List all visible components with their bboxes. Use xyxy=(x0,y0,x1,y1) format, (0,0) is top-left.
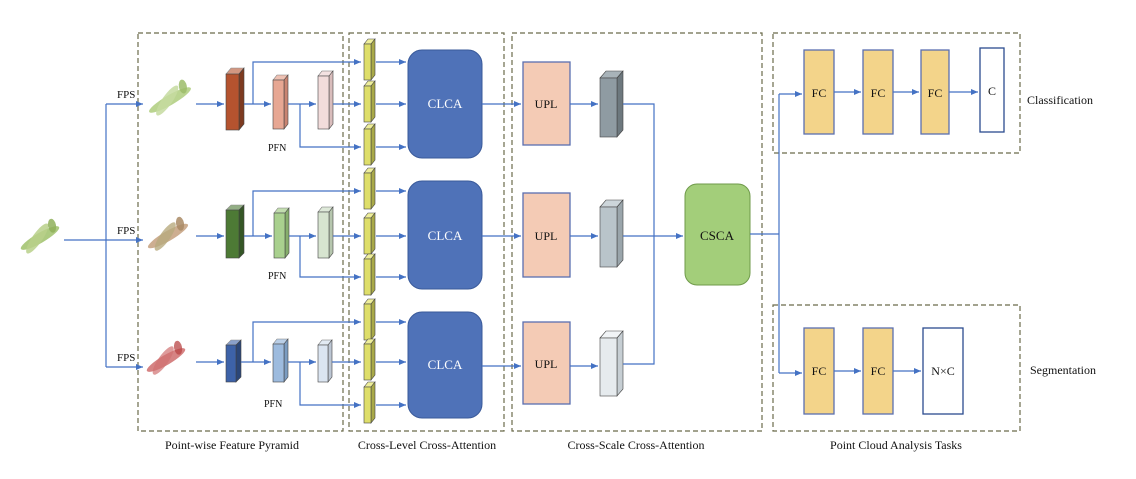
row2-branch-top xyxy=(252,188,361,236)
row2-branch-bot xyxy=(299,236,361,280)
row2-pfn-block xyxy=(273,207,290,259)
feature-token-block xyxy=(363,80,376,123)
upl-block-3: UPL xyxy=(522,321,571,405)
upl-output-block-1 xyxy=(599,70,624,138)
sampled-airplane-icon-3 xyxy=(146,340,186,375)
row2-main-feature-block xyxy=(225,204,245,259)
class-fc-block-2: FC xyxy=(862,49,894,135)
csca-label: CSCA xyxy=(700,228,735,243)
fps-label-2: FPS xyxy=(117,225,135,237)
class-fc-label-1: FC xyxy=(812,86,827,100)
row1-pfn2-block xyxy=(317,70,334,130)
class-fc-block-1: FC xyxy=(803,49,835,135)
feature-token-block xyxy=(363,38,376,81)
row3-pfn2-block xyxy=(317,339,333,383)
clca-label-3: CLCA xyxy=(428,357,463,372)
sampled-airplane-icon-2 xyxy=(147,216,189,251)
upl-label-2: UPL xyxy=(535,229,558,243)
cross-level-section-frame xyxy=(348,32,505,432)
seg-output-label: N×C xyxy=(931,364,954,378)
class-output-label: C xyxy=(988,84,996,98)
cross-scale-section-caption: Cross-Scale Cross-Attention xyxy=(568,438,705,452)
upl-block-1: UPL xyxy=(522,61,571,146)
cross-scale-section-frame xyxy=(511,32,763,432)
csca-block: CSCA xyxy=(684,183,751,286)
feature-token-block xyxy=(363,123,376,166)
feature-token-stacks xyxy=(363,38,376,424)
feature-token-block xyxy=(363,381,376,424)
cross-level-section-caption: Cross-Level Cross-Attention xyxy=(358,438,496,452)
clca-label-2: CLCA xyxy=(428,228,463,243)
upl-block-2: UPL xyxy=(522,192,571,278)
class-fc-label-2: FC xyxy=(871,86,886,100)
row2-pfn2-block xyxy=(317,206,334,259)
classification-label: Classification xyxy=(1027,93,1093,107)
upl-label-3: UPL xyxy=(535,357,558,371)
upl-output-block-3 xyxy=(599,330,624,397)
feature-token-block xyxy=(363,167,376,210)
classification-task-frame xyxy=(772,32,1021,154)
class-output-block: C xyxy=(979,47,1005,133)
seg-fc-label-1: FC xyxy=(812,364,827,378)
row3-main-feature-block xyxy=(225,339,242,383)
sampled-airplane-icon-1 xyxy=(149,79,191,116)
class-fc-block-3: FC xyxy=(920,49,950,135)
input-airplane-icon xyxy=(20,218,60,254)
fps-label-1: FPS xyxy=(117,89,135,101)
row1-branch-top xyxy=(252,59,361,104)
feature-token-block xyxy=(363,298,376,341)
pyramid-section-frame xyxy=(137,32,344,432)
feature-token-block xyxy=(363,253,376,296)
seg-fc-block-1: FC xyxy=(803,327,835,415)
seg-output-block: N×C xyxy=(922,327,964,415)
row1-main-feature-block xyxy=(225,67,245,131)
clca-block-1: CLCA xyxy=(407,49,483,159)
row1-branch-bot xyxy=(299,104,361,150)
row1-pfn-block xyxy=(272,74,289,130)
clca-label-1: CLCA xyxy=(428,96,463,111)
pyramid-section-caption: Point-wise Feature Pyramid xyxy=(165,438,299,452)
segmentation-task-frame xyxy=(772,304,1021,432)
row3-branch-bot xyxy=(299,362,361,408)
seg-fc-block-2: FC xyxy=(862,327,894,415)
pfn-label-1: PFN xyxy=(268,143,286,154)
tasks-section-caption: Point Cloud Analysis Tasks xyxy=(830,438,962,452)
upl-output-block-2 xyxy=(599,199,624,268)
row3-pfn-block xyxy=(272,338,289,383)
feature-token-block xyxy=(363,338,376,381)
segmentation-label: Segmentation xyxy=(1030,363,1096,377)
feature-token-block xyxy=(363,212,376,255)
clca-block-3: CLCA xyxy=(407,311,483,419)
pfn-label-2: PFN xyxy=(268,271,286,282)
row3-branch-top xyxy=(252,319,361,362)
pfn-label-3: PFN xyxy=(264,399,282,410)
clca-block-2: CLCA xyxy=(407,180,483,290)
merge-line-1 xyxy=(623,103,655,365)
upl-label-1: UPL xyxy=(535,97,558,111)
seg-fc-label-2: FC xyxy=(871,364,886,378)
class-fc-label-3: FC xyxy=(928,86,943,100)
fps-label-3: FPS xyxy=(117,352,135,364)
